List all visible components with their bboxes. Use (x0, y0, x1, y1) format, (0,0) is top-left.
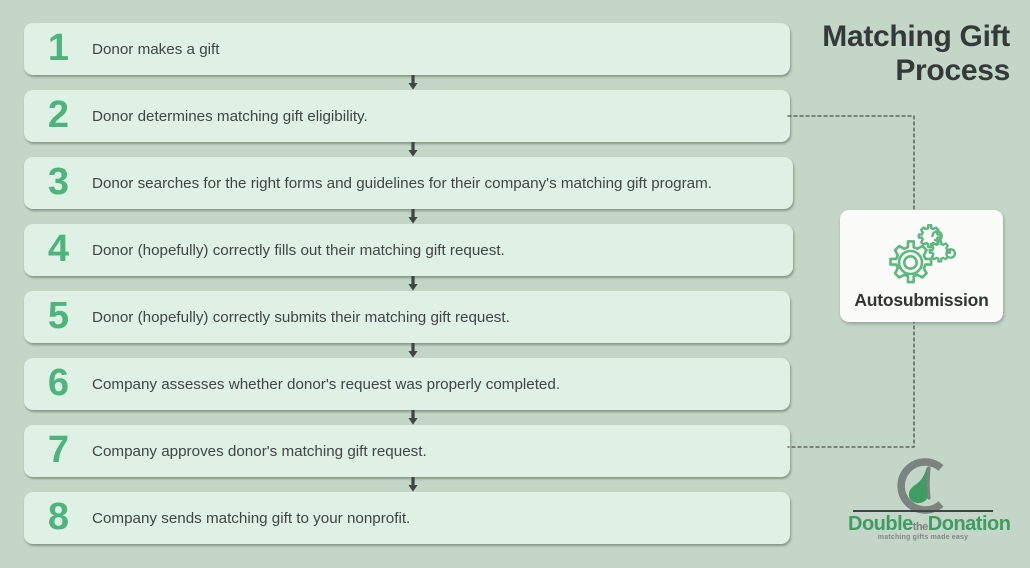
step-box-1[interactable]: 1 Donor makes a gift (24, 23, 790, 75)
logo-tagline: matching gifts made easy (877, 534, 969, 541)
arrow-down-icon (408, 276, 418, 291)
step-box-5[interactable]: 5 Donor (hopefully) correctly submits th… (24, 291, 790, 343)
step-box-4[interactable]: 4 Donor (hopefully) correctly fills out … (24, 224, 793, 276)
step-box-8[interactable]: 8 Company sends matching gift to your no… (24, 492, 790, 544)
step-number: 2 (47, 93, 69, 136)
step-box-3[interactable]: 3 Donor searches for the right forms and… (24, 157, 793, 209)
step-row: 5 Donor (hopefully) correctly submits th… (24, 291, 790, 358)
logo-word-part1: Double (848, 513, 913, 535)
step-row: 4 Donor (hopefully) correctly fills out … (24, 224, 793, 291)
step-number: 4 (47, 227, 69, 270)
arrow-down-icon (408, 343, 418, 358)
step-text: Donor (hopefully) correctly fills out th… (92, 241, 505, 259)
step-text: Donor makes a gift (92, 40, 220, 58)
step-text: Company sends matching gift to your nonp… (92, 509, 411, 527)
autosubmission-label: Autosubmission (854, 289, 989, 310)
step-row: 8 Company sends matching gift to your no… (24, 492, 790, 544)
step-row: 1 Donor makes a gift (24, 23, 790, 90)
logo-word-part3: Donation (927, 513, 1011, 535)
step-number: 6 (47, 361, 69, 404)
double-the-donation-logo: DoubletheDonation matching gifts made ea… (848, 458, 1011, 550)
step-text: Donor (hopefully) correctly submits thei… (92, 308, 510, 326)
page-title-line-2: Process (895, 53, 1010, 87)
logo-wordmark: DoubletheDonation (848, 513, 1011, 536)
step-number: 5 (47, 294, 69, 337)
step-row: 6 Company assesses whether donor's reque… (24, 358, 790, 425)
step-number: 8 (47, 495, 69, 538)
arrow-down-icon (408, 209, 418, 224)
step-text: Company assesses whether donor's request… (92, 375, 561, 393)
page-title: Matching Gift Process (740, 20, 1010, 88)
step-text: Company approves donor's matching gift r… (92, 442, 427, 460)
arrow-down-icon (408, 142, 418, 157)
step-box-7[interactable]: 7 Company approves donor's matching gift… (24, 425, 790, 477)
logo-mark-icon (897, 458, 944, 514)
logo-divider (853, 510, 993, 512)
step-text: Donor determines matching gift eligibili… (92, 107, 368, 125)
step-box-2[interactable]: 2 Donor determines matching gift eligibi… (24, 90, 790, 142)
arrow-down-icon (408, 410, 418, 425)
arrow-down-icon (408, 477, 418, 492)
gears-icon (888, 223, 956, 283)
step-row: 7 Company approves donor's matching gift… (24, 425, 790, 492)
step-box-6[interactable]: 6 Company assesses whether donor's reque… (24, 358, 790, 410)
step-text: Donor searches for the right forms and g… (92, 174, 712, 192)
step-number: 1 (47, 26, 69, 69)
step-row: 3 Donor searches for the right forms and… (24, 157, 793, 224)
steps-list: 1 Donor makes a gift 2 Donor determines … (24, 23, 793, 544)
step-number: 7 (47, 428, 69, 471)
autosubmission-card[interactable]: Autosubmission (840, 210, 1003, 322)
page-title-line-1: Matching Gift (822, 20, 1010, 53)
step-row: 2 Donor determines matching gift eligibi… (24, 90, 790, 157)
logo-word-part2: the (912, 521, 929, 533)
step-number: 3 (47, 160, 69, 203)
arrow-down-icon (408, 75, 418, 90)
